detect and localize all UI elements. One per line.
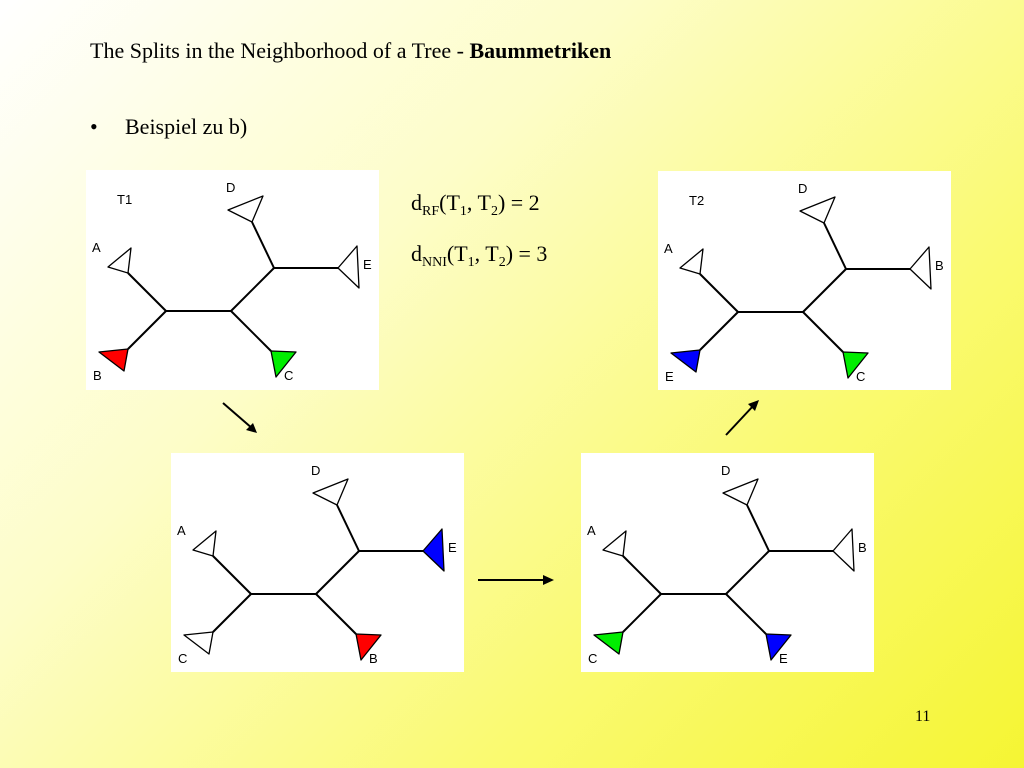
arrow-up-right-icon	[725, 400, 759, 436]
leaf-label-d: D	[798, 181, 807, 196]
leaf-triangle-b	[98, 348, 129, 372]
leaf-label-c: C	[178, 651, 187, 666]
tree-edge	[251, 221, 275, 269]
formula-nni-s1: 1	[467, 255, 475, 270]
tree-edge	[336, 504, 360, 552]
tree-edge	[725, 550, 770, 595]
tree-panel-step1: A C D E B	[171, 453, 464, 672]
tree-t2-diagram: A E D B C T2	[664, 181, 944, 384]
formula-rf-sub: RF	[422, 204, 440, 219]
leaf-triangle-a	[679, 248, 704, 275]
leaf-triangle-c	[183, 631, 214, 655]
formula-rf-rest: ) = 2	[497, 190, 540, 215]
leaf-label-a: A	[664, 241, 673, 256]
tree-edge	[127, 272, 167, 312]
tree-panel-step2: A C D B E	[581, 453, 874, 672]
tree-edge	[823, 222, 847, 270]
leaf-triangle-b	[832, 528, 855, 572]
leaf-label-c: C	[284, 368, 293, 383]
leaf-label-d: D	[721, 463, 730, 478]
tree-edge	[230, 310, 272, 352]
leaf-label-d: D	[226, 180, 235, 195]
tree-edge	[802, 268, 847, 313]
leaf-triangle-a	[192, 530, 217, 557]
title-bold: Baummetriken	[469, 38, 612, 63]
tree-edge	[315, 550, 360, 595]
tree-edge	[802, 311, 844, 353]
leaf-triangle-d	[722, 478, 759, 506]
formula-rf-s2: 2	[490, 204, 498, 219]
leaf-triangle-d	[227, 195, 264, 223]
leaf-triangle-d	[799, 196, 836, 224]
formula-rf-open: (T	[439, 190, 460, 215]
bullet-text: Beispiel zu b)	[125, 114, 248, 139]
tree-step2-diagram: A C D B E	[587, 463, 867, 666]
leaf-label-a: A	[177, 523, 186, 538]
leaf-label-c: C	[588, 651, 597, 666]
leaf-label-e: E	[665, 369, 674, 384]
leaf-triangle-b	[355, 633, 382, 661]
arrow-right-icon	[478, 575, 554, 585]
leaf-triangle-c	[270, 350, 297, 378]
tree-edge	[622, 555, 662, 595]
tree-caption: T1	[117, 192, 132, 207]
tree-edge	[622, 593, 662, 633]
tree-panel-t2: A E D B C T2	[658, 171, 951, 390]
tree-edge	[212, 593, 252, 633]
formula-nni-rest: ) = 3	[505, 241, 548, 266]
bullet-marker: •	[90, 114, 98, 139]
leaf-triangle-e	[337, 245, 360, 289]
leaf-label-a: A	[92, 240, 101, 255]
leaf-triangle-b	[909, 246, 932, 290]
formula-rf-s1: 1	[459, 204, 467, 219]
leaf-triangle-a	[107, 247, 132, 274]
leaf-label-b: B	[93, 368, 102, 383]
tree-step1-diagram: A C D E B	[177, 463, 457, 666]
title-prefix: The Splits in the Neighborhood of a Tree…	[90, 38, 470, 63]
formula-nni-d: d	[411, 241, 422, 266]
leaf-triangle-d	[312, 478, 349, 506]
leaf-triangle-e	[422, 528, 445, 572]
leaf-label-b: B	[935, 258, 944, 273]
tree-panel-t1: A B D E C T1	[86, 170, 379, 390]
leaf-triangle-e	[670, 349, 701, 373]
tree-edge	[725, 593, 767, 635]
slide-title: The Splits in the Neighborhood of a Tree…	[90, 38, 611, 64]
tree-edge	[699, 273, 739, 313]
formula-nni-s2: 2	[498, 255, 506, 270]
tree-t1-diagram: A B D E C T1	[92, 180, 372, 383]
leaf-triangle-c	[593, 631, 624, 655]
formula-nni-mid: , T	[474, 241, 499, 266]
bullet-item: • Beispiel zu b)	[90, 114, 247, 140]
leaf-label-d: D	[311, 463, 320, 478]
formula-rf-mid: , T	[466, 190, 491, 215]
leaf-label-c: C	[856, 369, 865, 384]
leaf-label-e: E	[779, 651, 788, 666]
leaf-triangle-c	[842, 351, 869, 379]
arrow-down-right-icon	[222, 402, 257, 433]
formula-nni: dNNI(T1, T2) = 3	[411, 241, 548, 270]
tree-edge	[746, 504, 770, 552]
tree-edge	[212, 555, 252, 595]
leaf-triangle-e	[765, 633, 792, 661]
leaf-label-e: E	[448, 540, 457, 555]
formula-rf-d: d	[411, 190, 422, 215]
formula-rf: dRF(T1, T2) = 2	[411, 190, 540, 219]
leaf-label-b: B	[369, 651, 378, 666]
tree-edge	[127, 310, 167, 350]
leaf-label-e: E	[363, 257, 372, 272]
tree-caption: T2	[689, 193, 704, 208]
leaf-label-b: B	[858, 540, 867, 555]
tree-edge	[699, 311, 739, 351]
leaf-label-a: A	[587, 523, 596, 538]
leaf-triangle-a	[602, 530, 627, 557]
formula-nni-open: (T	[446, 241, 468, 266]
page-number: 11	[915, 708, 931, 725]
formula-nni-sub: NNI	[422, 255, 447, 270]
tree-edge	[315, 593, 357, 635]
tree-edge	[230, 267, 275, 312]
